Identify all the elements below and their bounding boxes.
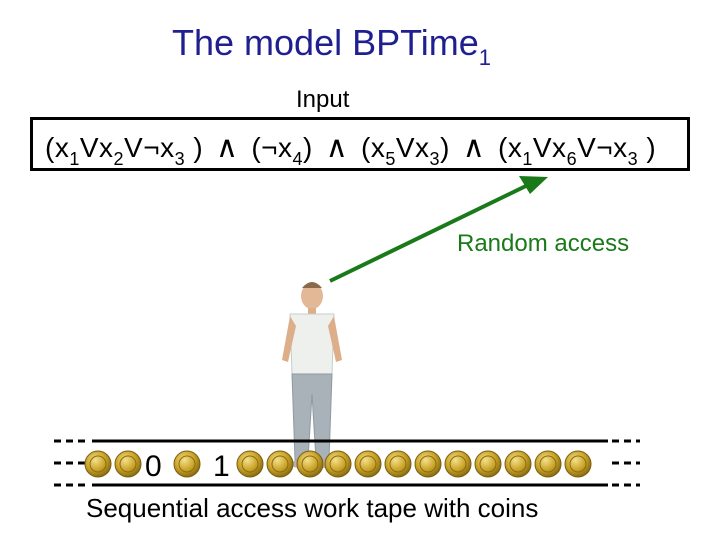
coin-icon	[444, 450, 472, 478]
clause-3: (x5Vx3)	[361, 132, 450, 169]
coin-icon	[296, 450, 324, 478]
coin-icon	[414, 450, 442, 478]
tape-left-dashes	[54, 439, 90, 487]
tape-cell-label-1: 1	[213, 450, 230, 483]
coin-icon	[354, 450, 382, 478]
random-access-label: Random access	[457, 230, 630, 257]
clause-2: (¬x4)	[251, 132, 313, 169]
coin-icon	[564, 450, 592, 478]
coin-icon	[504, 450, 532, 478]
random-access-arrow	[329, 176, 548, 283]
coin-icon	[173, 450, 201, 478]
coin-icon	[84, 450, 112, 478]
and-connective: ∧	[316, 131, 358, 164]
and-connective: ∧	[453, 131, 495, 164]
page-title: The model BPTime1	[172, 22, 492, 70]
coin-icon	[114, 450, 142, 478]
coin-icon	[324, 450, 352, 478]
input-formula: (x1Vx2V¬x3 ) ∧ (¬x4) ∧ (x5Vx3) ∧ (x1Vx6V…	[45, 130, 656, 170]
clause-1: (x1Vx2V¬x3 )	[45, 132, 204, 169]
and-connective: ∧	[207, 131, 248, 164]
person-figure	[282, 282, 342, 468]
tape-cell-label-0: 0	[145, 450, 162, 483]
coin-icon	[534, 450, 562, 478]
input-label: Input	[296, 86, 350, 113]
clause-4: (x1Vx6V¬x3 )	[498, 132, 657, 169]
tape-coins	[84, 450, 592, 478]
coin-icon	[236, 450, 264, 478]
work-tape: 0 1	[54, 439, 640, 487]
coin-icon	[384, 450, 412, 478]
coin-icon	[266, 450, 294, 478]
tape-right-dashes	[612, 439, 640, 487]
tape-caption: Sequential access work tape with coins	[86, 493, 539, 523]
coin-icon	[474, 450, 502, 478]
input-formula-box: (x1Vx2V¬x3 ) ∧ (¬x4) ∧ (x5Vx3) ∧ (x1Vx6V…	[30, 117, 690, 171]
